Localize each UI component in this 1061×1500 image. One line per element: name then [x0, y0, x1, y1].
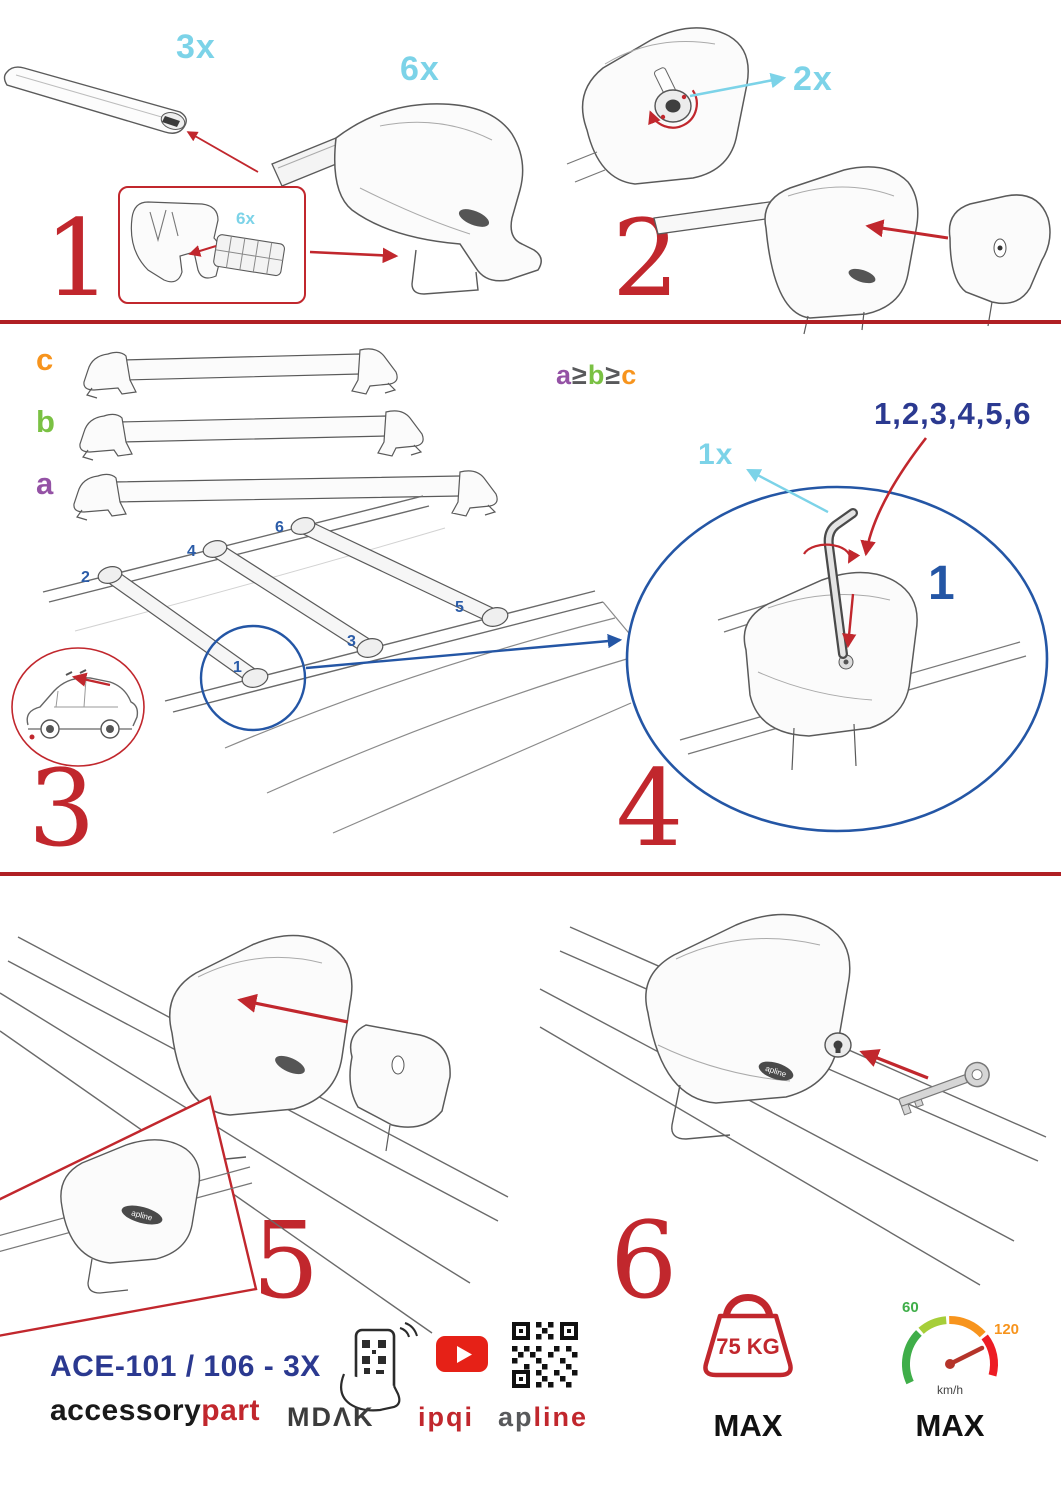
speedometer-icon: 60 120 km/h — [902, 1299, 1019, 1397]
rotate-arrow — [803, 543, 861, 564]
rule-a: a — [556, 360, 573, 390]
step-3-number: 3 — [28, 747, 96, 870]
rule-c: c — [621, 360, 638, 390]
rubber-pad — [213, 234, 285, 277]
car-direction-illustration — [11, 647, 145, 767]
max-load-label: MAX — [713, 1408, 783, 1443]
max-weight-icon: 75 KG — [703, 1294, 793, 1378]
crossbar-a-illustration — [73, 470, 498, 521]
apline-ap: ap — [498, 1402, 534, 1432]
step-6-number: 6 — [610, 1199, 678, 1322]
foot-qty-label: 6x — [400, 50, 440, 88]
qr-code-icon — [512, 1322, 578, 1388]
red-arrow — [188, 245, 217, 257]
bar-position-6: 6 — [275, 519, 284, 536]
size-label-a: a — [36, 466, 54, 501]
apline-logo-badge — [275, 1055, 305, 1075]
tighten-arrow — [842, 593, 857, 649]
section-divider — [0, 320, 1061, 324]
size-label-c: c — [36, 342, 54, 377]
step2-bar-assembly-illustration — [653, 166, 1051, 335]
bar-position-4: 4 — [187, 543, 196, 560]
brand-apline: apline — [498, 1402, 588, 1433]
cover-piece — [349, 1024, 451, 1128]
step1-foot-illustration — [271, 103, 542, 295]
apline-line: line — [533, 1402, 589, 1432]
product-model: ACE-101 / 106 - 3X — [50, 1350, 321, 1383]
step5-cover-illustration: apline — [0, 934, 509, 1337]
apline-logo-badge — [121, 1205, 163, 1225]
brand-ipqi: ipqi — [418, 1402, 474, 1432]
pad-qty-label: 6x — [236, 209, 255, 228]
section-divider — [0, 872, 1061, 876]
bar-position-5: 5 — [455, 599, 464, 616]
key-qty-label: 2x — [793, 60, 833, 98]
size-rule: a≥b≥c — [556, 360, 637, 391]
windshield-lines — [224, 601, 634, 834]
foot-clamp — [411, 249, 479, 295]
forward-direction-arrow — [71, 672, 111, 687]
max-speed-label: MAX — [915, 1408, 985, 1443]
pad-detail-illustration: 6x — [130, 201, 285, 283]
crossbar-qty-label: 3x — [176, 28, 216, 66]
rule-b: b — [587, 360, 606, 390]
rule-ge2: ≥ — [605, 360, 622, 390]
bar-t-slot — [162, 116, 180, 127]
step-1-number: 1 — [44, 197, 112, 320]
youtube-icon — [436, 1336, 488, 1372]
max-load-value: 75 KG — [716, 1334, 780, 1359]
key-icon — [898, 1061, 990, 1116]
apline-logo-badge — [848, 268, 876, 284]
bar-position-3: 3 — [347, 633, 356, 650]
phone-scan-icon — [339, 1322, 418, 1412]
detail-callout-box: 6x — [118, 186, 306, 304]
apline-logo-badge — [758, 1061, 794, 1081]
brand-accessory: accessory — [50, 1394, 202, 1427]
step1-crossbar-illustration — [3, 66, 187, 134]
apline-logo-badge — [458, 209, 490, 227]
torque-detail-illustration — [625, 485, 1049, 833]
rule-ge1: ≥ — [572, 360, 588, 390]
torque-callout: 1 — [928, 557, 955, 610]
crossbars-on-roof — [105, 519, 500, 685]
speedometer-needle — [947, 1345, 985, 1367]
brand-part: part — [201, 1394, 260, 1427]
red-ellipse-frame — [11, 647, 145, 767]
speed-high-label: 120 — [994, 1321, 1019, 1338]
bar-position-1: 1 — [233, 659, 242, 676]
brand-mdak: MDΛK — [287, 1402, 375, 1432]
tightening-sequence: 1,2,3,4,5,6 — [874, 396, 1032, 431]
tool-qty-label: 1x — [698, 438, 734, 471]
crossbar-c-illustration — [83, 348, 398, 399]
speed-unit-label: km/h — [937, 1383, 963, 1397]
bar-position-2: 2 — [81, 569, 90, 586]
speed-low-label: 60 — [902, 1299, 919, 1316]
roof-mounting-illustration: 2 4 6 1 3 5 — [42, 495, 634, 834]
crossbar-b-illustration — [79, 410, 424, 461]
step-5-number: 5 — [252, 1199, 320, 1322]
step6-locking-illustration: apline — [539, 913, 1047, 1286]
brand-accessorypart: accessorypart — [50, 1394, 260, 1428]
size-label-b: b — [36, 404, 55, 439]
step-4-number: 4 — [616, 747, 684, 870]
